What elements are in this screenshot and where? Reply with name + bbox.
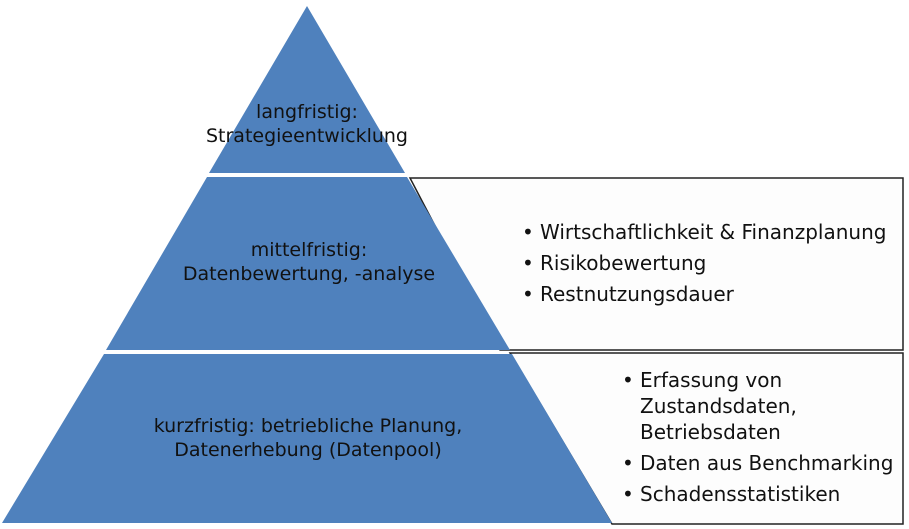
list-item: Daten aus Benchmarking bbox=[622, 450, 893, 476]
middle-level-label: mittelfristig: Datenbewertung, -analyse bbox=[182, 239, 436, 285]
middle-detail-list: Wirtschaftlichkeit & Finanzplanung Risik… bbox=[522, 219, 886, 312]
top-level-label: langfristig: Strategieentwicklung bbox=[205, 101, 408, 147]
bottom-detail-list: Erfassung von Zustandsdaten, Betriebsdat… bbox=[622, 367, 893, 512]
bottom-level-label: kurzfristig: betriebliche Planung, Daten… bbox=[153, 415, 463, 461]
pyramid-bottom-level bbox=[2, 354, 612, 523]
pyramid-middle-level bbox=[106, 177, 510, 350]
list-item: Risikobewertung bbox=[522, 250, 886, 276]
list-item: Schadensstatistiken bbox=[622, 481, 893, 507]
pyramid-top-level bbox=[209, 6, 405, 173]
list-item: Restnutzungsdauer bbox=[522, 281, 886, 307]
list-item: Erfassung von Zustandsdaten, Betriebsdat… bbox=[622, 367, 893, 445]
list-item: Wirtschaftlichkeit & Finanzplanung bbox=[522, 219, 886, 245]
